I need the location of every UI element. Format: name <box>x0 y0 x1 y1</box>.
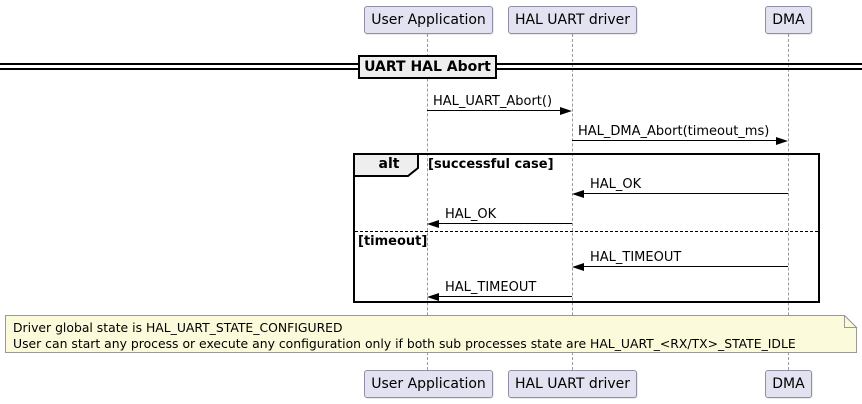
message-label: HAL_TIMEOUT <box>590 250 682 265</box>
message-line <box>427 110 560 111</box>
note-line-2: User can start any process or execute an… <box>13 336 796 351</box>
alt-guard-timeout: [timeout] <box>358 234 428 249</box>
arrowhead-right-icon <box>776 137 788 145</box>
alt-operator-label: alt <box>378 156 400 172</box>
alt-fragment: alt [successful case] [timeout] <box>353 153 820 303</box>
arrowhead-left-icon <box>572 263 584 271</box>
participant-top-dma: DMA <box>765 6 812 34</box>
lifeline-hal-uart-driver <box>572 34 573 370</box>
lifeline-dma <box>788 34 789 370</box>
message-line <box>439 296 572 297</box>
alt-else-separator <box>355 231 818 232</box>
message-line <box>584 266 788 267</box>
note-shape-icon <box>5 315 858 353</box>
message-line <box>439 223 572 224</box>
participant-bottom-dma: DMA <box>765 370 812 398</box>
arrowhead-left-icon <box>427 220 439 228</box>
participant-top-user-application: User Application <box>364 6 493 34</box>
arrowhead-left-icon <box>427 293 439 301</box>
message-label: HAL_UART_Abort() <box>433 94 553 109</box>
message-line <box>584 193 788 194</box>
arrowhead-left-icon <box>572 190 584 198</box>
message-line <box>572 140 776 141</box>
participant-bottom-user-application: User Application <box>364 370 493 398</box>
participant-bottom-hal-uart-driver: HAL UART driver <box>508 370 637 398</box>
lifeline-user-application <box>427 34 428 370</box>
message-label: HAL_TIMEOUT <box>445 280 537 295</box>
alt-guard-successful-case: [successful case] <box>428 157 554 172</box>
note-line-1: Driver global state is HAL_UART_STATE_CO… <box>13 320 343 335</box>
alt-operator-pentagon-icon <box>353 153 419 177</box>
message-label: HAL_OK <box>590 177 642 192</box>
message-label: HAL_DMA_Abort(timeout_ms) <box>578 124 770 139</box>
arrowhead-right-icon <box>560 107 572 115</box>
participant-top-hal-uart-driver: HAL UART driver <box>508 6 637 34</box>
message-label: HAL_OK <box>445 207 497 222</box>
section-title: UART HAL Abort <box>358 55 497 79</box>
